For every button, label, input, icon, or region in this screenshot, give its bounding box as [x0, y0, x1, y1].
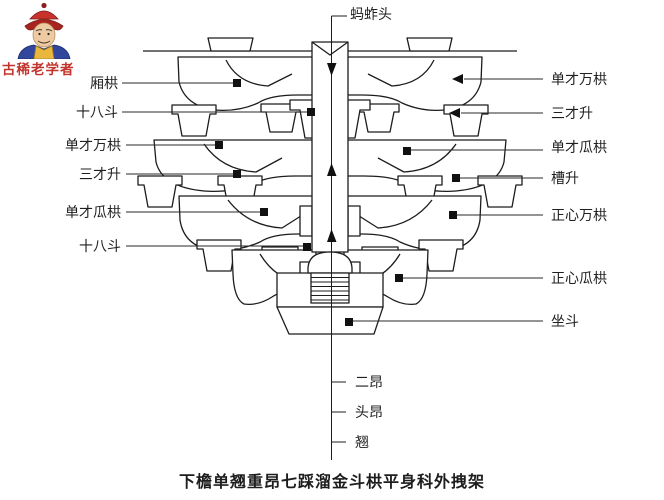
leader-markers: [215, 74, 463, 326]
arrow-left-icon: [449, 108, 460, 118]
axis-arrowheads: [327, 63, 337, 242]
label-right-caosheng: 槽升: [551, 171, 579, 187]
diagram-caption: 下檐单翘重昂七踩溜金斗栱平身科外拽架: [178, 474, 485, 491]
label-left-shibadou-1: 十八斗: [76, 105, 118, 121]
bracket-half-left: [137, 37, 317, 305]
arrow-up-icon: [327, 229, 337, 242]
label-right-dancai-guagong: 单才瓜栱: [551, 140, 607, 156]
watermark-name: 古稀老学者: [2, 62, 75, 77]
label-left-shibadou-2: 十八斗: [79, 239, 121, 255]
arrow-up-icon: [327, 163, 337, 176]
label-left-dancai-wangong: 单才万栱: [65, 138, 121, 154]
label-right-zhengxin-wangong: 正心万栱: [551, 208, 607, 224]
label-right-zuodou: 坐斗: [551, 314, 579, 330]
center-members: [276, 41, 384, 335]
official-robe-icon: [17, 44, 71, 59]
label-left-xianggong: 厢栱: [90, 76, 118, 92]
label-bottom-erang: 二昂: [355, 376, 383, 391]
part-labels: 蚂蚱头 厢栱 十八斗 单才万栱 三才升 单才瓜栱 十八斗 单才万栱 三才升 单才…: [65, 7, 607, 451]
arrow-down-icon: [327, 63, 337, 76]
label-right-sancaisheng: 三才升: [551, 106, 593, 122]
label-left-sancaisheng: 三才升: [79, 167, 121, 183]
leader-lines: [122, 78, 543, 322]
label-left-dancai-guagong: 单才瓜栱: [65, 205, 121, 221]
label-right-zhengxin-guagong: 正心瓜栱: [551, 271, 607, 287]
label-bottom-touang: 头昂: [355, 405, 383, 421]
label-right-dancai-wangong: 单才万栱: [551, 72, 607, 88]
watermark-avatar: [17, 2, 71, 59]
official-face-icon: [32, 22, 56, 48]
arrow-left-icon: [452, 74, 463, 84]
label-bottom-qiao: 翘: [355, 435, 369, 451]
label-top: 蚂蚱头: [350, 7, 392, 23]
